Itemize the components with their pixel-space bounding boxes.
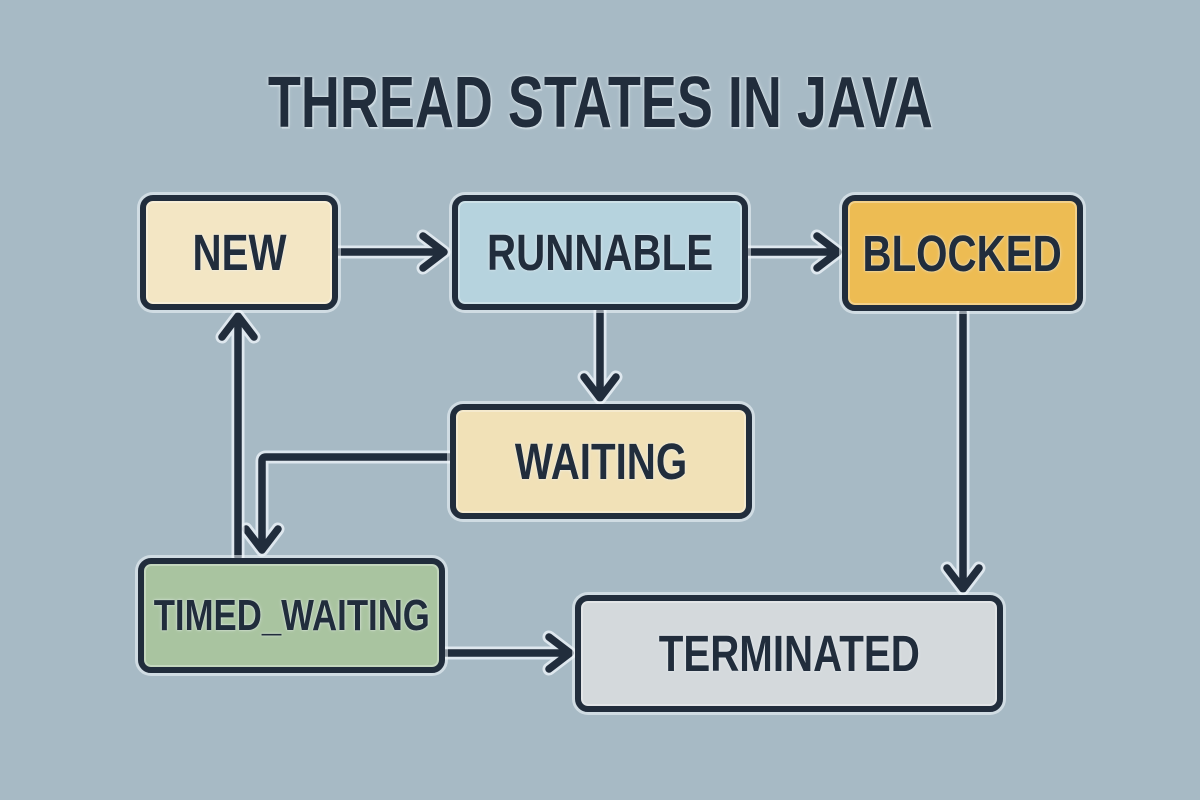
state-label-terminated: TERMINATED [658,625,920,682]
arrow-timed-waiting-to-terminated [438,630,577,676]
state-box-terminated: TERMINATED [575,595,1003,712]
arrow-new-to-runnable [331,229,451,275]
state-box-blocked: BLOCKED [842,195,1083,311]
arrow-timed-waiting-to-new [215,309,261,564]
arrow-blocked-to-terminated [940,305,986,596]
state-box-new: NEW [140,195,338,310]
page-title: THREAD STATES IN JAVA [0,63,1200,143]
state-label-waiting: WAITING [514,433,688,490]
arrow-runnable-to-blocked [741,229,845,275]
state-box-runnable: RUNNABLE [452,195,748,310]
arrow-runnable-to-waiting [577,304,623,405]
state-label-timed-waiting: TIMED_WAITING [153,590,430,640]
state-label-blocked: BLOCKED [862,224,1063,282]
state-box-timed-waiting: TIMED_WAITING [138,558,445,673]
state-box-waiting: WAITING [450,404,752,519]
arrow-waiting-to-timed-waiting [239,450,457,557]
state-label-new: NEW [191,224,286,281]
state-label-runnable: RUNNABLE [486,224,714,281]
page-title-text: THREAD STATES IN JAVA [267,63,933,143]
